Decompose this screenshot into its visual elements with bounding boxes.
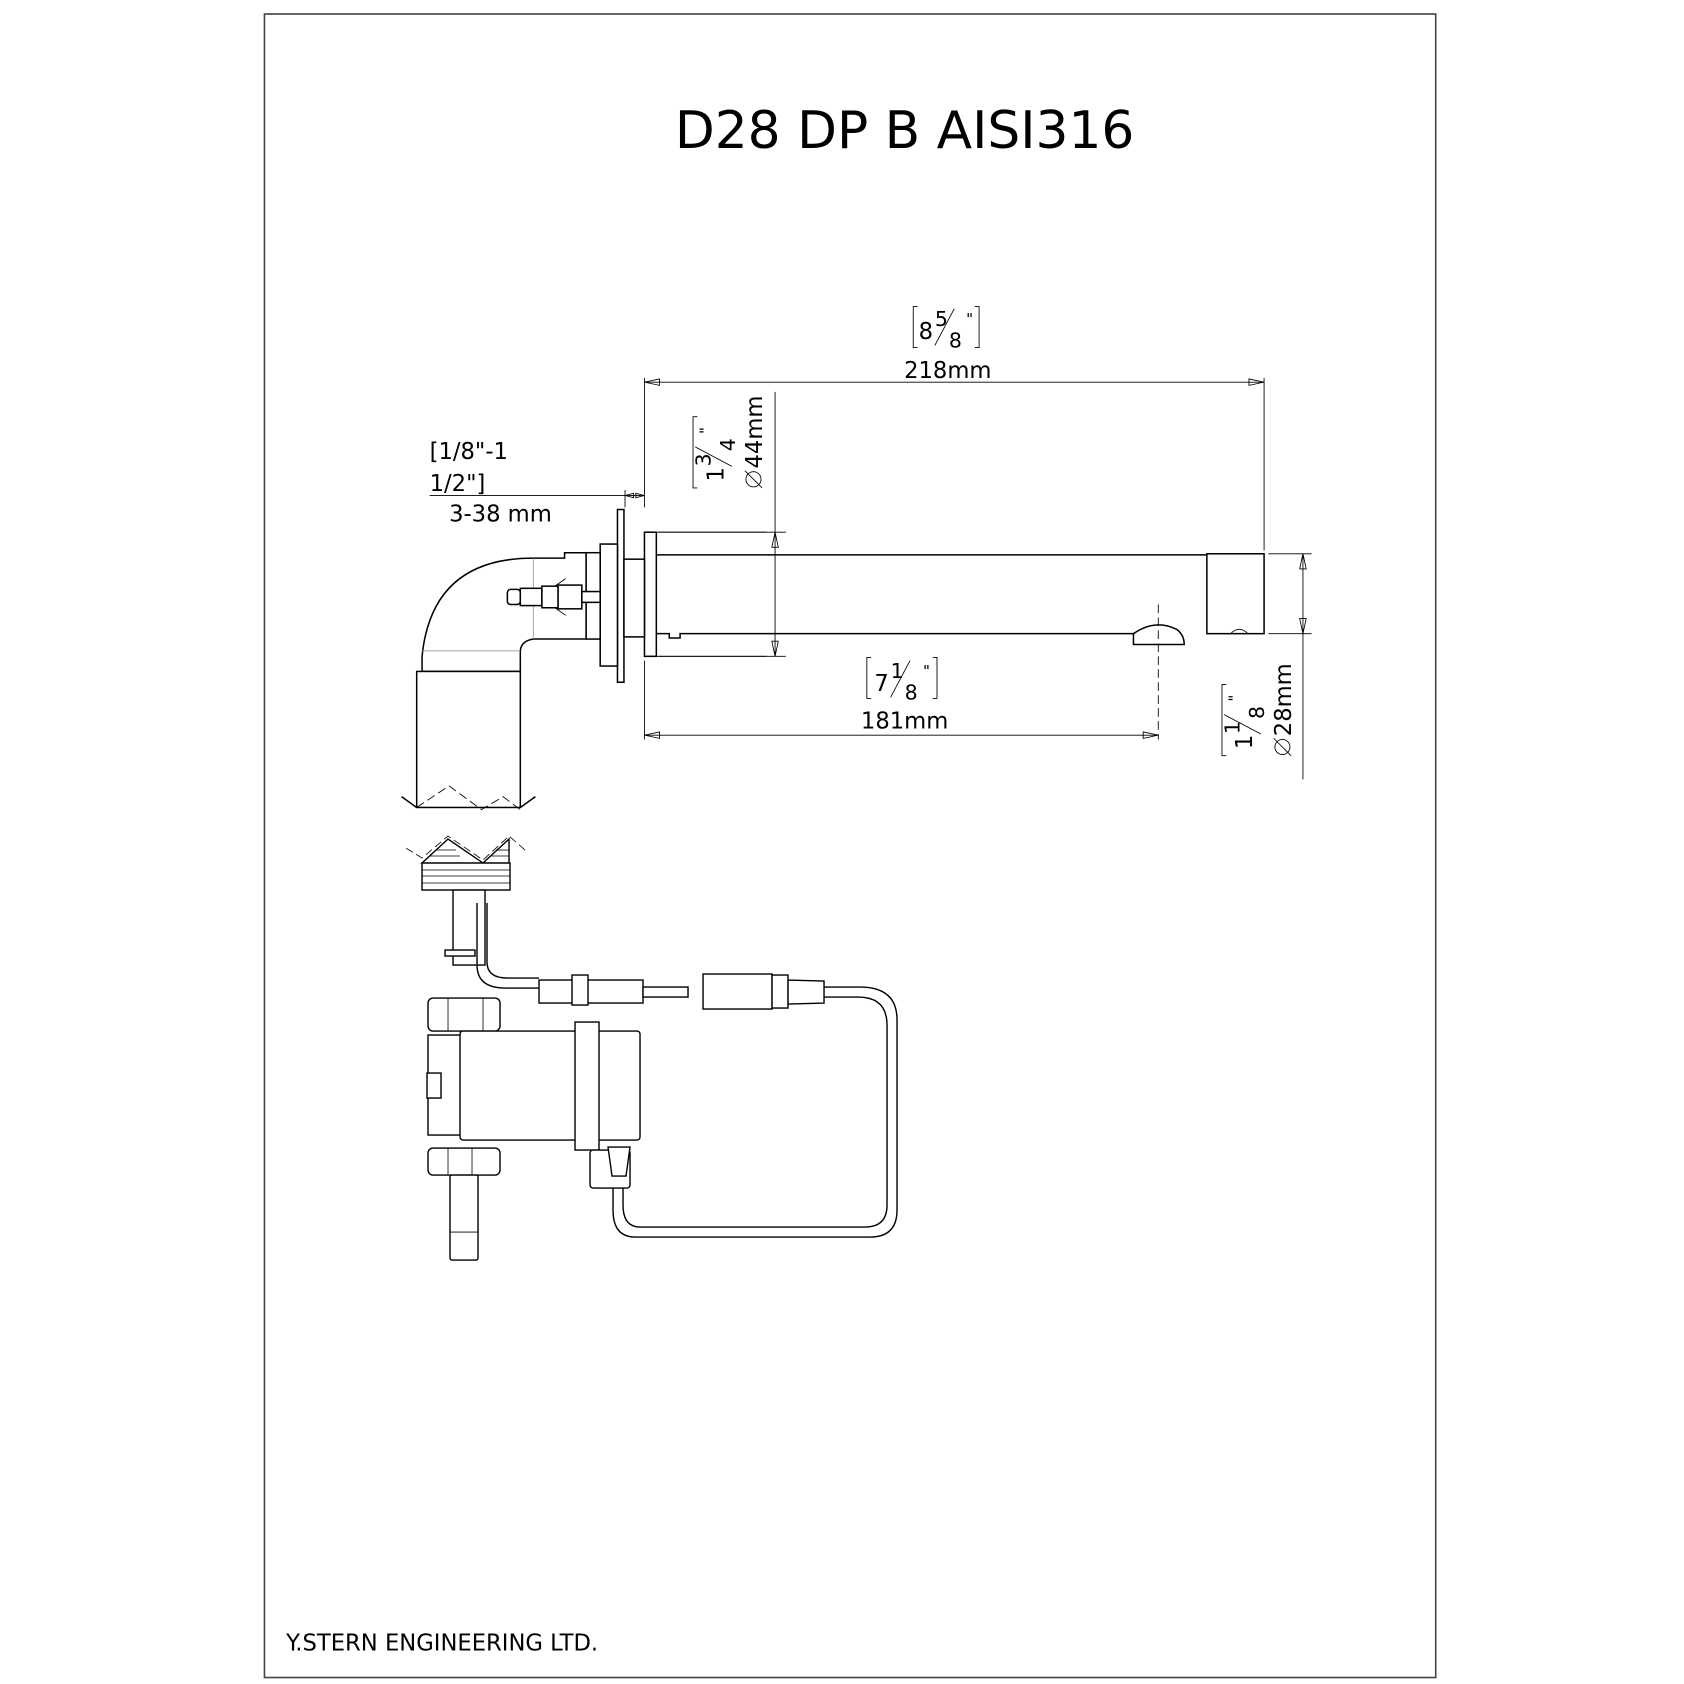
spout-inch-whole: 7 [874,671,888,697]
dimension-tube-diameter: 1 1 8 " 28mm [1220,553,1312,780]
wall-mm: 3-38 mm [449,501,552,527]
solenoid-valve-assembly [405,835,898,1261]
overall-inch-den: 8 [949,329,962,353]
top-nut [427,997,501,1032]
flange-inch-den: 4 [716,438,740,451]
tube-mm: 28mm [1271,663,1297,736]
threaded-inlet [421,862,511,891]
sensor-cable [476,903,540,989]
solenoid-body [459,1030,641,1141]
spout-mm: 181mm [861,709,948,735]
dimension-overall-length: 8 5 8 " 218mm [644,306,1265,551]
svg-text:": " [966,310,973,328]
spout-inch-num: 1 [891,659,904,683]
company-name: Y.STERN ENGINEERING LTD. [285,1631,598,1657]
tube-inch-whole: 1 [1232,735,1258,749]
solenoid-band [574,1021,600,1151]
overall-inch-whole: 8 [919,319,933,345]
svg-text:": " [1225,695,1243,702]
dimension-spout-length: 7 1 8 " 181mm [644,656,1159,740]
tube-inch-den: 8 [1245,706,1269,719]
drawing-title: D28 DP B AISI316 [675,101,1135,161]
svg-text:": " [923,662,930,680]
outlet-stem [449,1174,479,1261]
svg-text:": " [696,427,714,434]
overall-mm: 218mm [904,358,991,384]
flange-inch-whole: 1 [703,467,729,481]
spout-side-view [643,531,1265,740]
overall-inch-num: 5 [935,307,948,331]
bottom-nut [427,1147,501,1176]
wall-inch-line2: 1/2"] [430,471,486,497]
dimension-wall-thickness: [1/8"-1 1/2"] 3-38 mm [430,439,645,527]
wall-inch-line1: [1/8"-1 [430,439,508,465]
dimension-flange-diameter: 1 3 4 " 44mm [658,391,786,657]
elbow-and-wall-fitting [401,508,646,811]
spout-inch-den: 8 [905,681,918,705]
sheet-border [263,13,1437,1679]
tube-inch-num: 1 [1220,721,1244,734]
flange-inch-num: 3 [691,453,715,466]
flange-mm: 44mm [742,396,768,469]
